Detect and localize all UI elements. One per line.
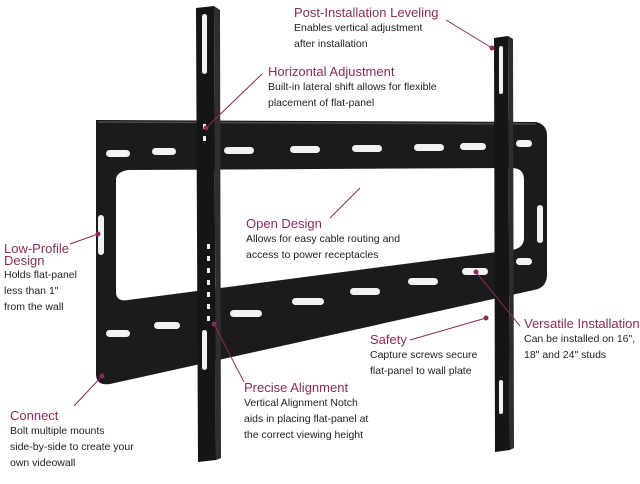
post-installation-leveling-desc: Enables vertical adjustment after instal…	[294, 22, 423, 50]
safety-title: Safety	[370, 332, 407, 347]
precise-alignment-title: Precise Alignment	[244, 380, 349, 395]
connect-title: Connect	[10, 408, 59, 423]
connect-desc: Bolt multiple mounts side-by-side to cre…	[10, 425, 134, 469]
callout-safety: Safety Capture screws secure flat-panel …	[370, 332, 477, 379]
precise-alignment-desc: Vertical Alignment Notch aids in placing…	[244, 397, 369, 441]
top-rail-slots	[106, 140, 532, 157]
callout-versatile-installation: Versatile Installation Can be installed …	[524, 316, 640, 363]
callout-open-design: Open Design Allows for easy cable routin…	[246, 216, 400, 263]
open-design-desc: Allows for easy cable routing and access…	[246, 233, 401, 261]
left-vertical-bracket	[196, 6, 216, 462]
callout-horizontal-adjustment: Horizontal Adjustment Built-in lateral s…	[268, 64, 437, 111]
callout-precise-alignment: Precise Alignment Vertical Alignment Not…	[244, 380, 368, 443]
callout-low-profile-design: Low-Profile Design Holds flat-panel less…	[4, 241, 77, 315]
versatile-installation-title: Versatile Installation	[524, 316, 640, 331]
callout-post-installation-leveling: Post-Installation Leveling Enables verti…	[294, 5, 439, 52]
right-vertical-bracket	[494, 36, 510, 452]
safety-desc: Capture screws secure flat-panel to wall…	[370, 349, 478, 377]
low-profile-design-desc: Holds flat-panel less than 1" from the w…	[4, 269, 77, 313]
bottom-rail-slots	[106, 258, 532, 337]
callout-connect: Connect Bolt multiple mounts side-by-sid…	[10, 408, 134, 471]
open-design-title: Open Design	[246, 216, 322, 231]
leader-lines	[69, 19, 521, 407]
versatile-installation-desc: Can be installed on 16", 18" and 24" stu…	[524, 333, 636, 361]
post-installation-leveling-title: Post-Installation Leveling	[294, 5, 439, 20]
low-profile-design-title: Low-Profile Design	[4, 241, 70, 268]
horizontal-adjustment-desc: Built-in lateral shift allows for flexib…	[268, 81, 437, 109]
horizontal-adjustment-title: Horizontal Adjustment	[268, 64, 395, 79]
